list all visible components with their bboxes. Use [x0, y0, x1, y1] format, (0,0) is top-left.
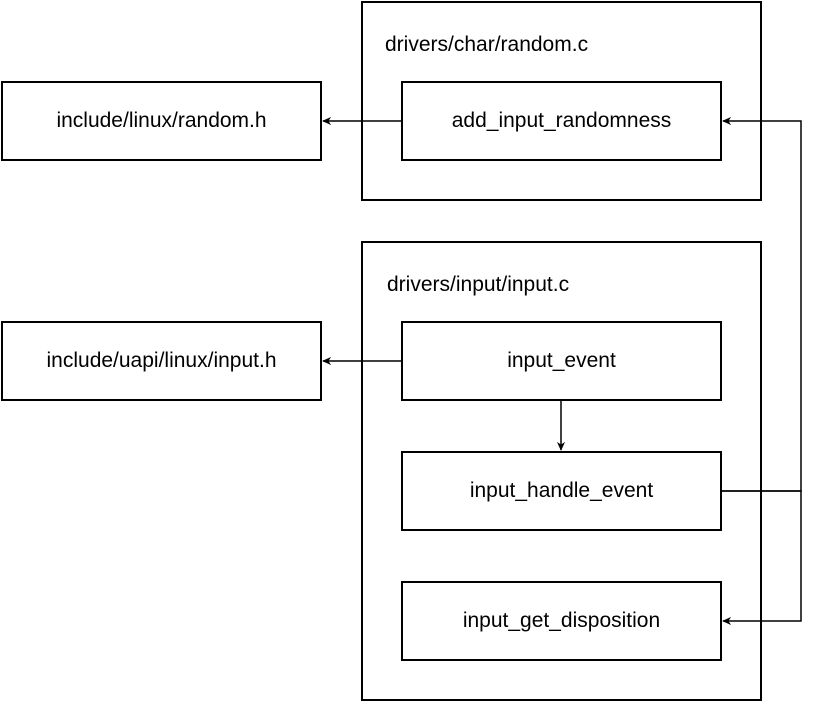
container-label-random-c: drivers/char/random.c	[385, 33, 589, 56]
node-input-get-disposition: input_get_disposition	[401, 581, 722, 661]
node-add-input-randomness: add_input_randomness	[401, 81, 722, 161]
node-input-handle-event: input_handle_event	[401, 451, 722, 531]
node-input-h: include/uapi/linux/input.h	[1, 321, 322, 401]
container-label-input-c: drivers/input/input.c	[387, 273, 570, 296]
node-input-event: input_event	[401, 321, 722, 401]
node-random-h: include/linux/random.h	[1, 81, 322, 161]
